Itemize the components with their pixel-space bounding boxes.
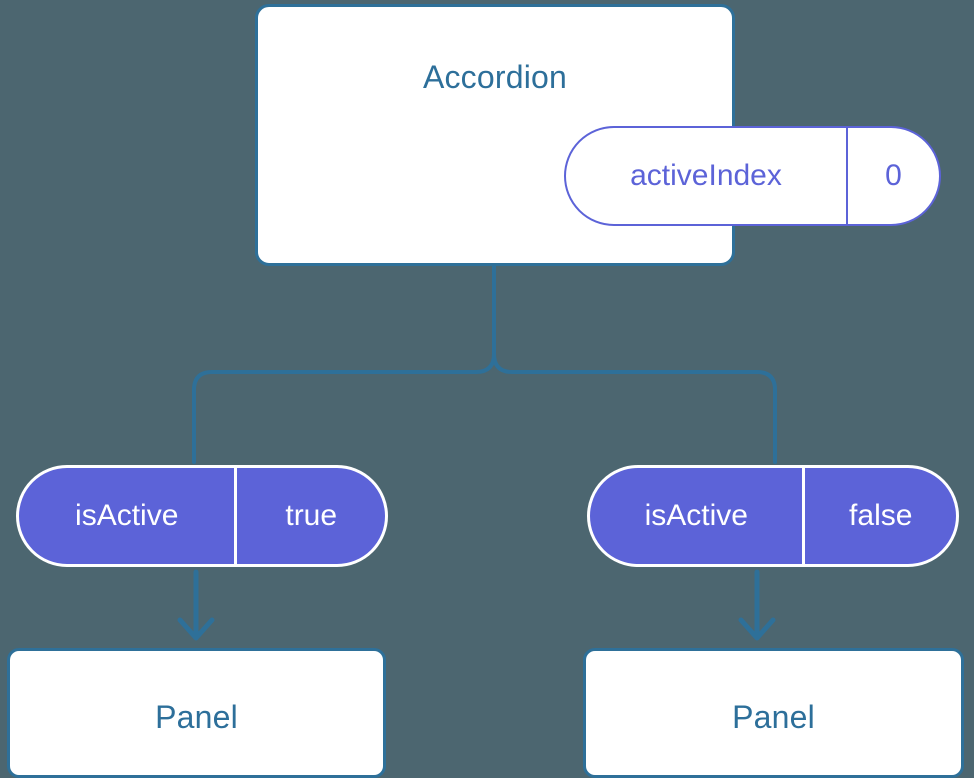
arrow-right-to-panel: [738, 569, 776, 641]
arrow-left-to-panel: [177, 569, 215, 641]
connector-trunk-fork: [192, 264, 496, 464]
prop-pill-value: 0: [845, 128, 939, 224]
prop-pill-value: false: [802, 468, 956, 564]
connector-trunk-fork-right: [492, 264, 777, 464]
prop-pill-key: isActive: [75, 499, 179, 532]
accordion-title: Accordion: [422, 59, 568, 95]
prop-pill-key: activeIndex: [630, 159, 782, 192]
prop-pill-is-active-left[interactable]: isActive true: [16, 465, 388, 567]
panel-component-card-right[interactable]: Panel: [583, 648, 964, 778]
panel-title: Panel: [732, 699, 815, 735]
prop-pill-is-active-right[interactable]: isActive false: [587, 465, 959, 567]
panel-component-card-left[interactable]: Panel: [7, 648, 386, 778]
prop-pill-value: true: [234, 468, 385, 564]
prop-pill-active-index[interactable]: activeIndex 0: [564, 126, 941, 226]
panel-title: Panel: [155, 699, 238, 735]
accordion-component-card[interactable]: Accordion activeIndex 0: [255, 4, 941, 266]
prop-pill-key: isActive: [644, 499, 748, 532]
